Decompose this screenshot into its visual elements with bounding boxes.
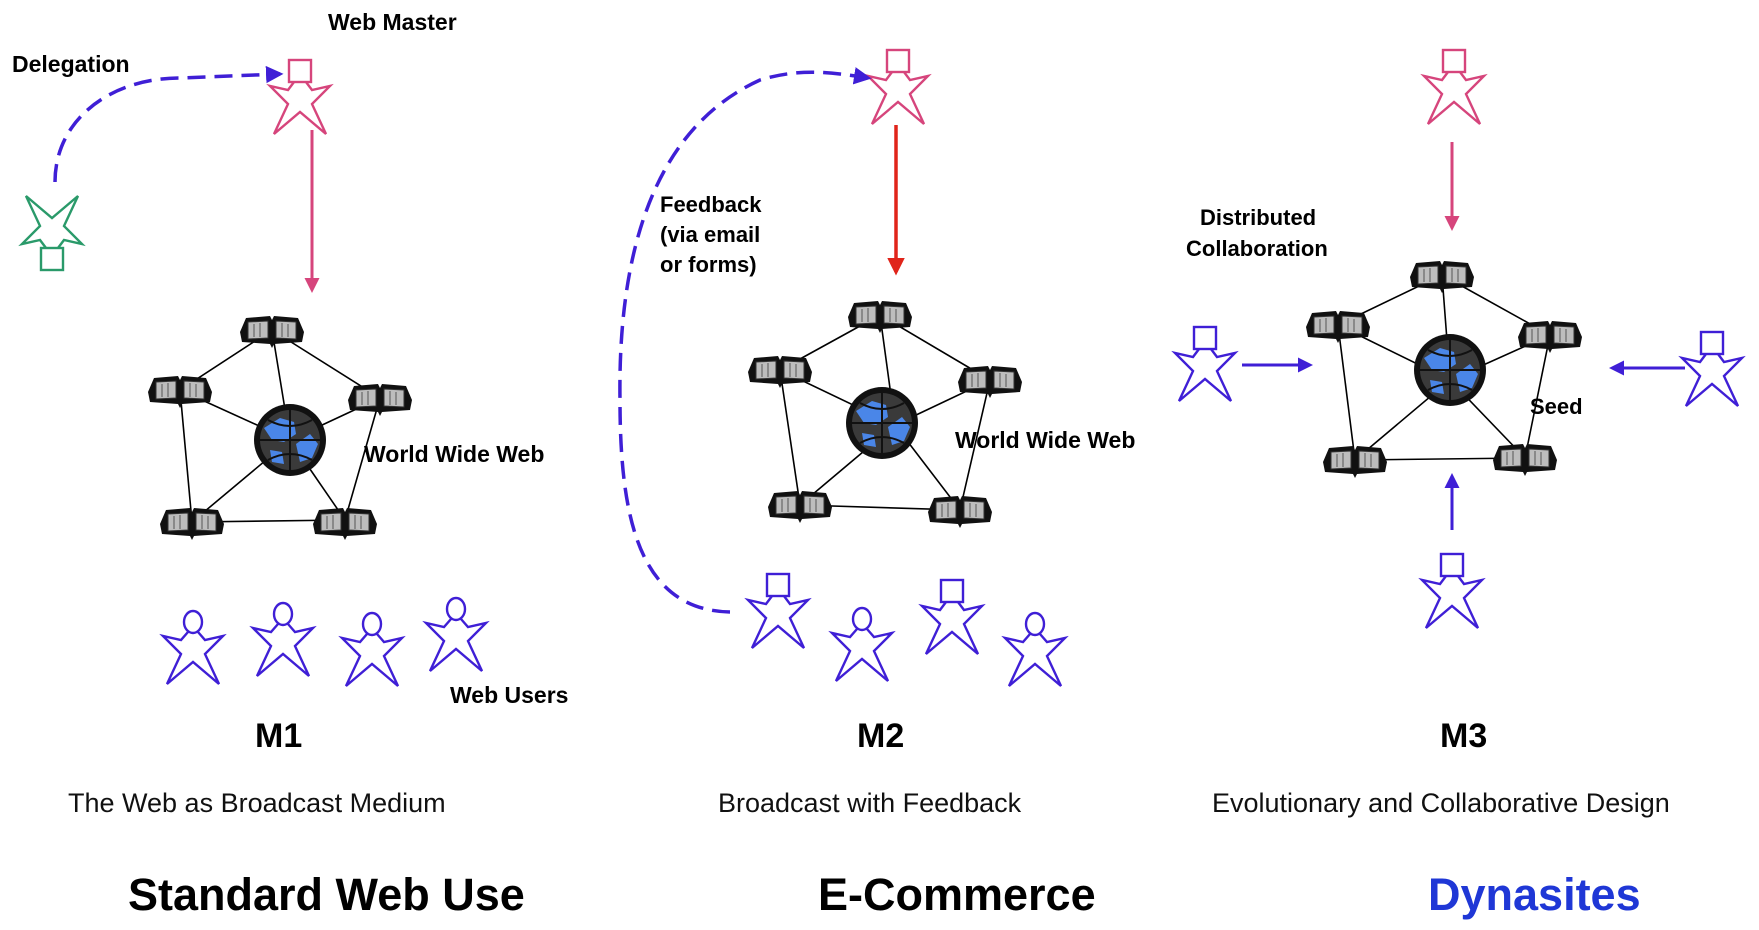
category-title: Standard Web Use [128, 869, 525, 920]
model-caption: The Web as Broadcast Medium [68, 788, 446, 818]
book-icon [957, 365, 1023, 399]
book-icon [312, 507, 378, 541]
feedback-label: (via email [660, 222, 760, 247]
book-icon [347, 383, 413, 417]
model-caption: Evolutionary and Collaborative Design [1212, 788, 1670, 818]
delegation-label: Delegation [12, 51, 130, 77]
collaborator-icon [1173, 325, 1237, 403]
model-label: M3 [1440, 717, 1487, 755]
book-icon [927, 495, 993, 529]
category-title: Dynasites [1428, 869, 1641, 920]
web-label: World Wide Web [955, 427, 1135, 453]
globe-icon [253, 403, 327, 477]
globe-icon [1413, 333, 1487, 407]
book-icon [147, 375, 213, 409]
panel-m1: World Wide Web Web Master Delegation Web… [12, 9, 568, 920]
web-user-icon [920, 578, 984, 656]
seed-label: Seed [1530, 394, 1583, 419]
web-user-icon [161, 609, 225, 686]
delegate-icon [20, 194, 84, 272]
collaboration-label: Distributed [1200, 205, 1316, 230]
category-title: E-Commerce [818, 869, 1096, 920]
web-label: World Wide Web [364, 441, 544, 467]
collaborator-icon [1420, 552, 1484, 630]
book-icon [1517, 320, 1583, 354]
delegation-arrow [53, 65, 284, 183]
model-caption: Broadcast with Feedback [718, 788, 1022, 818]
web-user-icon [746, 572, 810, 650]
web-users-label: Web Users [450, 682, 568, 708]
collaboration-label: Collaboration [1186, 236, 1328, 261]
web-user-icon [251, 601, 315, 678]
book-icon [1305, 310, 1371, 344]
web-user-icon [424, 596, 488, 673]
book-icon [1492, 443, 1558, 477]
feedback-label: or forms) [660, 252, 757, 277]
globe-icon [845, 386, 919, 460]
model-label: M2 [857, 717, 904, 755]
web-user-icon [830, 606, 894, 683]
book-icon [767, 490, 833, 524]
collaborator-icon [1680, 330, 1744, 408]
feedback-label: Feedback [660, 192, 762, 217]
web-user-icon [340, 611, 404, 688]
panel-m3: Seed Distributed Collaboration M3 Evolut… [1173, 48, 1744, 920]
web-master-icon [1422, 48, 1486, 126]
book-icon [1322, 445, 1388, 479]
book-icon [747, 355, 813, 389]
book-icon [159, 507, 225, 541]
web-master-icon [866, 48, 930, 126]
panel-m2: World Wide Web Feedback (via email or fo… [618, 48, 1135, 920]
web-user-icon [1003, 611, 1067, 688]
web-master-label: Web Master [328, 9, 457, 35]
web-master-icon [268, 58, 332, 136]
model-label: M1 [255, 717, 302, 755]
